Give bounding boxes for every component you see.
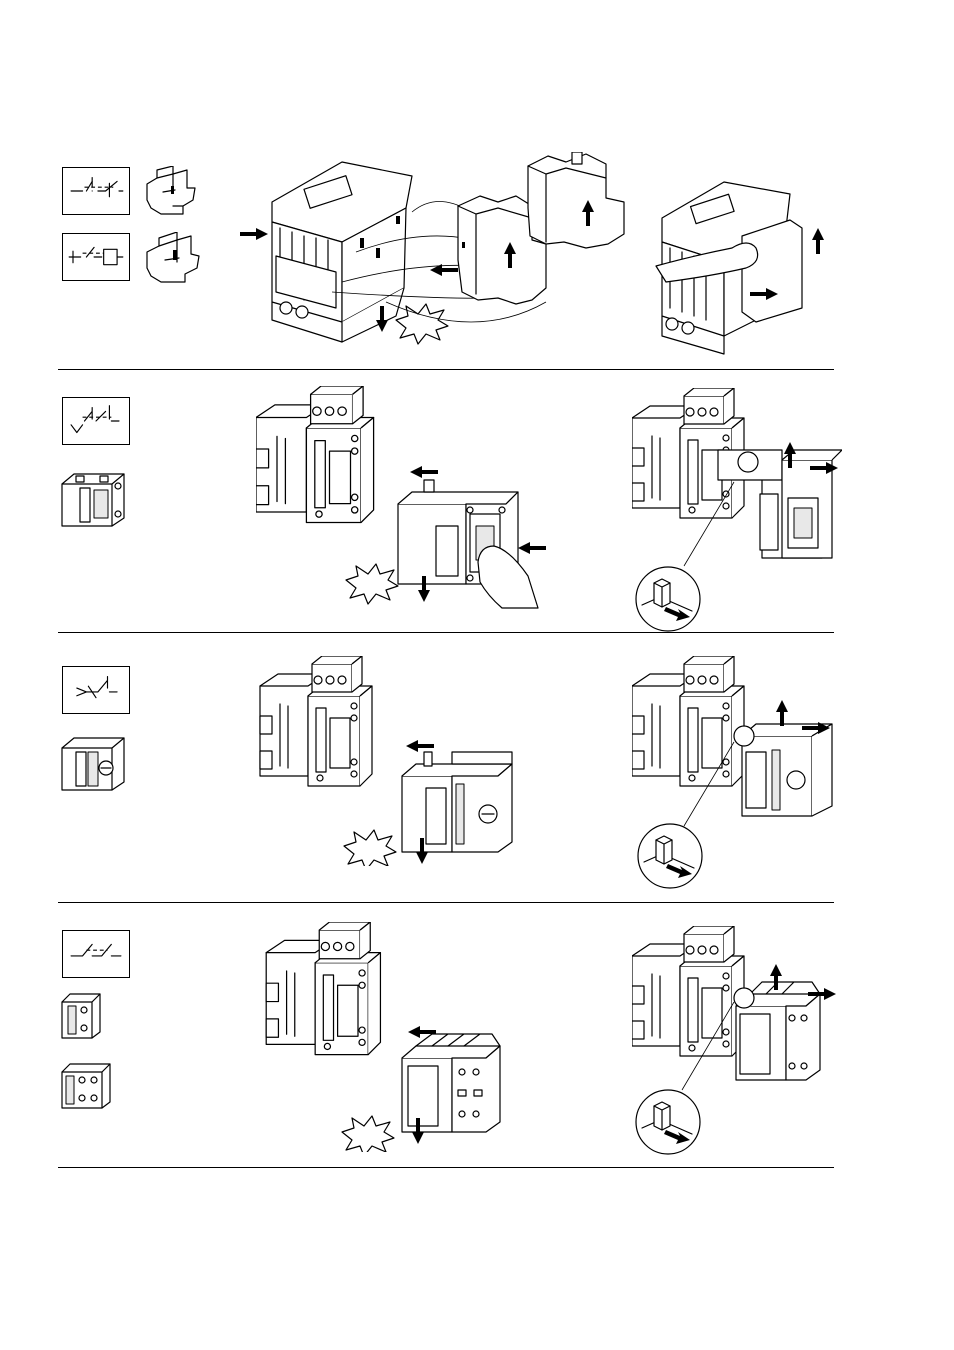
side-auxiliary-block-thumbnail-icon xyxy=(143,166,197,216)
leader-line-2 xyxy=(680,740,740,830)
no-no-contact-symbol-icon xyxy=(62,930,130,978)
section-divider-3 xyxy=(58,902,834,903)
leader-line xyxy=(680,480,740,570)
timer-contact-symbol-icon xyxy=(62,666,130,714)
front-timer-block-thumbnail-icon xyxy=(60,732,128,792)
two-pole-aux-block-thumbnail-icon xyxy=(60,992,102,1040)
latch-detail-circle-icon xyxy=(632,563,704,635)
nc-no-delayed-contact-symbol-icon xyxy=(62,397,130,445)
section-divider-4 xyxy=(58,1167,834,1168)
section-divider-2 xyxy=(58,632,834,633)
aux-contact-block-mounting-illustration xyxy=(256,922,556,1152)
section-divider-1 xyxy=(58,369,834,370)
coil-contact-symbol-icon xyxy=(62,233,130,281)
side-block-removal-illustration xyxy=(652,176,832,356)
side-auxiliary-block-alt-thumbnail-icon xyxy=(143,232,201,284)
side-mount-assembly-illustration xyxy=(236,152,636,358)
front-block-mounting-illustration xyxy=(256,386,556,616)
four-pole-aux-block-thumbnail-icon xyxy=(60,1062,112,1110)
nc-no-contact-symbol-icon xyxy=(62,167,130,215)
timer-block-mounting-illustration xyxy=(256,656,556,866)
leader-line-3 xyxy=(678,1000,738,1094)
latch-detail-circle-2-icon xyxy=(634,820,706,892)
latch-detail-circle-3-icon xyxy=(632,1086,704,1158)
front-auxiliary-block-thumbnail-icon xyxy=(60,468,128,528)
